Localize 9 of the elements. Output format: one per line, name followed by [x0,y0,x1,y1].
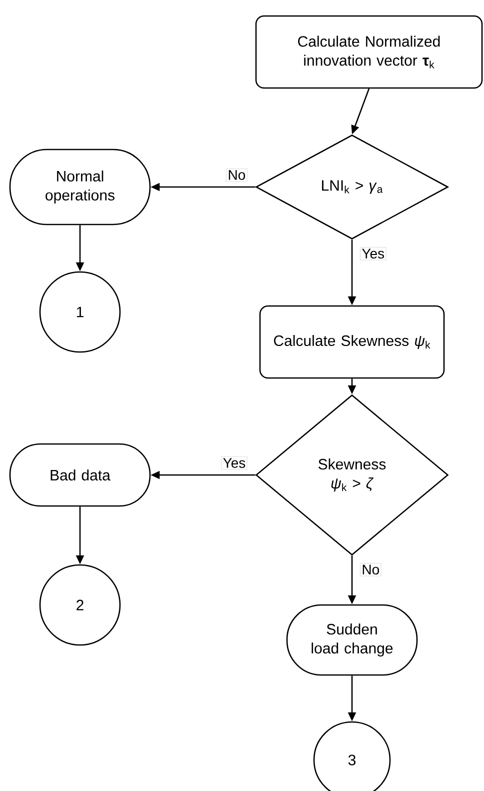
edge-label: No [226,168,248,182]
edge-label: Yes [221,456,248,470]
process-box: Calculate Normalized innovation vector τ$_{k}$ [255,15,483,89]
terminal-box: Sudden load change [286,604,418,676]
process-box: Calculate Skewness ψ$_{k}$ [259,305,445,379]
terminal-box: Normal operations [9,148,151,226]
terminal-box: Bad data [9,443,151,507]
edge-label: No [360,563,382,576]
edge-label: Yes [360,247,386,260]
